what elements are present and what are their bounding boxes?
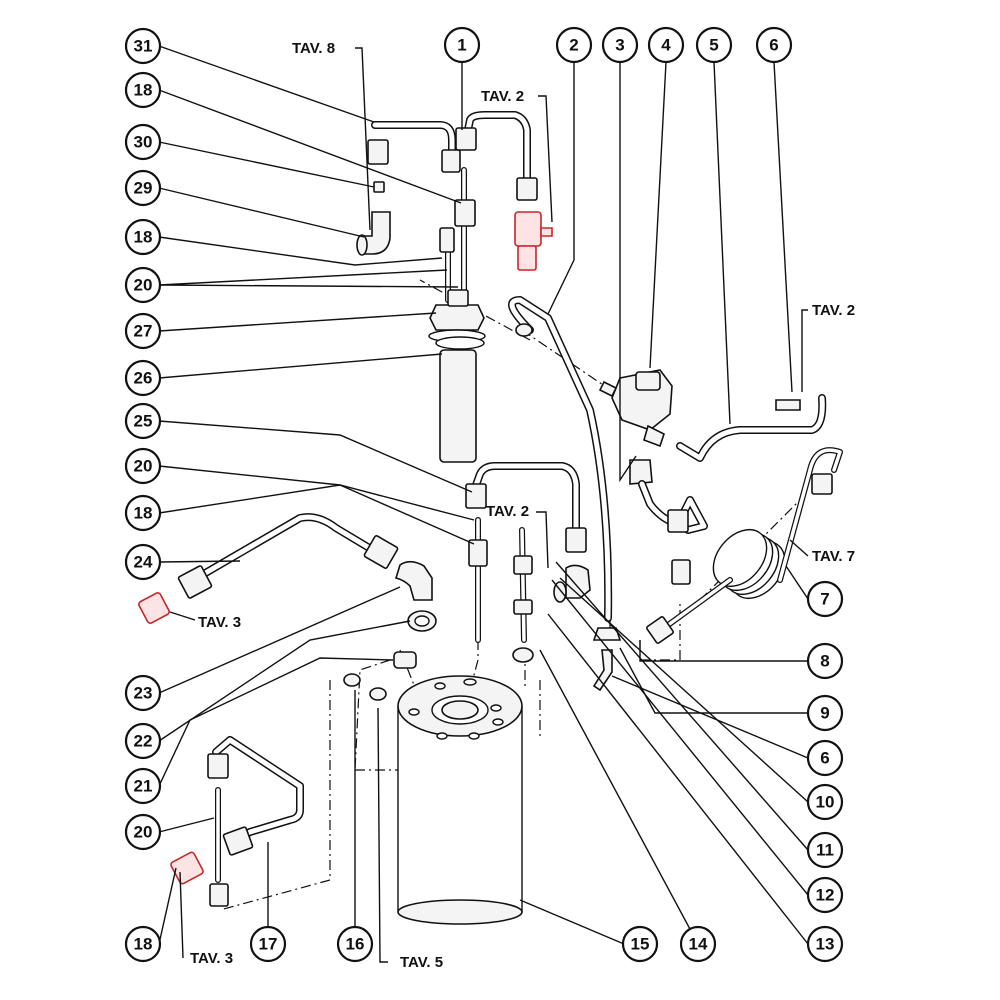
- pipe-17: [170, 736, 304, 907]
- callout-6: 6: [755, 26, 793, 64]
- top-pipes: [371, 111, 531, 303]
- ref-tav3-left: TAV. 3: [198, 614, 241, 631]
- callout-13: 13: [806, 925, 844, 963]
- svg-text:2: 2: [569, 36, 578, 55]
- callout-22: 22: [124, 722, 162, 760]
- svg-text:11: 11: [816, 841, 834, 860]
- svg-text:16: 16: [346, 935, 365, 954]
- leader-lines: [158, 45, 809, 963]
- svg-text:13: 13: [816, 935, 835, 954]
- svg-text:21: 21: [134, 777, 153, 796]
- svg-text:7: 7: [820, 590, 829, 609]
- callout-25: 25: [124, 402, 162, 440]
- svg-text:30: 30: [134, 133, 153, 152]
- callout-20: 20: [124, 447, 162, 485]
- callout-18: 18: [124, 218, 162, 256]
- svg-text:14: 14: [689, 935, 708, 954]
- svg-text:18: 18: [134, 81, 153, 100]
- callout-6: 6: [806, 739, 844, 777]
- callouts: 31 18 30 29 18 20 27 26 25 20 18 24 23 2…: [124, 26, 844, 963]
- reference-labels: TAV. 8 TAV. 2 TAV. 2 TAV. 2 TAV. 7 TAV. …: [190, 40, 855, 971]
- callout-24: 24: [124, 543, 162, 581]
- svg-text:4: 4: [661, 36, 671, 55]
- svg-text:6: 6: [769, 36, 778, 55]
- svg-text:5: 5: [709, 36, 718, 55]
- callout-20: 20: [124, 266, 162, 304]
- middle-pipes: [394, 462, 591, 643]
- fittings-21-23: [343, 610, 437, 701]
- callout-10: 10: [806, 783, 844, 821]
- callout-23: 23: [124, 674, 162, 712]
- ref-tav8: TAV. 8: [292, 40, 335, 57]
- callout-4: 4: [647, 26, 685, 64]
- coil: [646, 447, 843, 644]
- svg-text:26: 26: [134, 369, 153, 388]
- ref-tav7: TAV. 7: [812, 548, 855, 565]
- probes: [512, 527, 534, 663]
- callout-2: 2: [555, 26, 593, 64]
- top-fittings: [356, 127, 553, 271]
- ref-tav2-right: TAV. 2: [812, 302, 855, 319]
- svg-text:22: 22: [134, 732, 153, 751]
- svg-text:12: 12: [816, 886, 835, 905]
- callout-31: 31: [124, 27, 162, 65]
- callout-20: 20: [124, 813, 162, 851]
- callout-7: 7: [806, 580, 844, 618]
- callout-18: 18: [124, 71, 162, 109]
- ref-tav2-mid: TAV. 2: [486, 503, 529, 520]
- callout-18: 18: [124, 494, 162, 532]
- svg-text:17: 17: [259, 935, 278, 954]
- ref-tav5: TAV. 5: [400, 954, 443, 971]
- svg-text:9: 9: [820, 704, 829, 723]
- svg-text:15: 15: [631, 935, 650, 954]
- svg-text:24: 24: [134, 553, 153, 572]
- callout-5: 5: [695, 26, 733, 64]
- callout-8: 8: [806, 642, 844, 680]
- svg-text:20: 20: [134, 457, 153, 476]
- callout-21: 21: [124, 767, 162, 805]
- solenoid-valve: [598, 369, 673, 448]
- callout-16: 16: [336, 925, 374, 963]
- svg-text:29: 29: [134, 179, 153, 198]
- pipe-2-3: [508, 296, 622, 692]
- svg-text:20: 20: [134, 823, 153, 842]
- ref-tav3-bottom: TAV. 3: [190, 950, 233, 967]
- callout-9: 9: [806, 694, 844, 732]
- callout-3: 3: [601, 26, 639, 64]
- svg-text:18: 18: [134, 935, 153, 954]
- callout-17: 17: [249, 925, 287, 963]
- callout-12: 12: [806, 876, 844, 914]
- svg-text:3: 3: [615, 36, 624, 55]
- callout-18: 18: [124, 925, 162, 963]
- boiler-body: [397, 675, 523, 925]
- svg-text:25: 25: [134, 412, 153, 431]
- svg-text:1: 1: [457, 36, 466, 55]
- svg-text:8: 8: [820, 652, 829, 671]
- svg-text:23: 23: [134, 684, 153, 703]
- svg-text:31: 31: [134, 37, 153, 56]
- svg-text:10: 10: [816, 793, 835, 812]
- callout-1: 1: [443, 26, 481, 64]
- svg-text:18: 18: [134, 228, 153, 247]
- svg-text:6: 6: [820, 749, 829, 768]
- svg-text:27: 27: [134, 322, 153, 341]
- callout-15: 15: [621, 925, 659, 963]
- ref-tav2-top: TAV. 2: [481, 88, 524, 105]
- pipe-5: [676, 394, 827, 462]
- svg-text:20: 20: [134, 276, 153, 295]
- pipe-3-lower: [629, 459, 708, 534]
- callout-26: 26: [124, 359, 162, 397]
- pipe-24: [138, 513, 399, 624]
- callout-11: 11: [806, 831, 844, 869]
- callout-14: 14: [679, 925, 717, 963]
- callout-29: 29: [124, 169, 162, 207]
- callout-30: 30: [124, 123, 162, 161]
- heating-element: [428, 289, 486, 463]
- callout-27: 27: [124, 312, 162, 350]
- svg-text:18: 18: [134, 504, 153, 523]
